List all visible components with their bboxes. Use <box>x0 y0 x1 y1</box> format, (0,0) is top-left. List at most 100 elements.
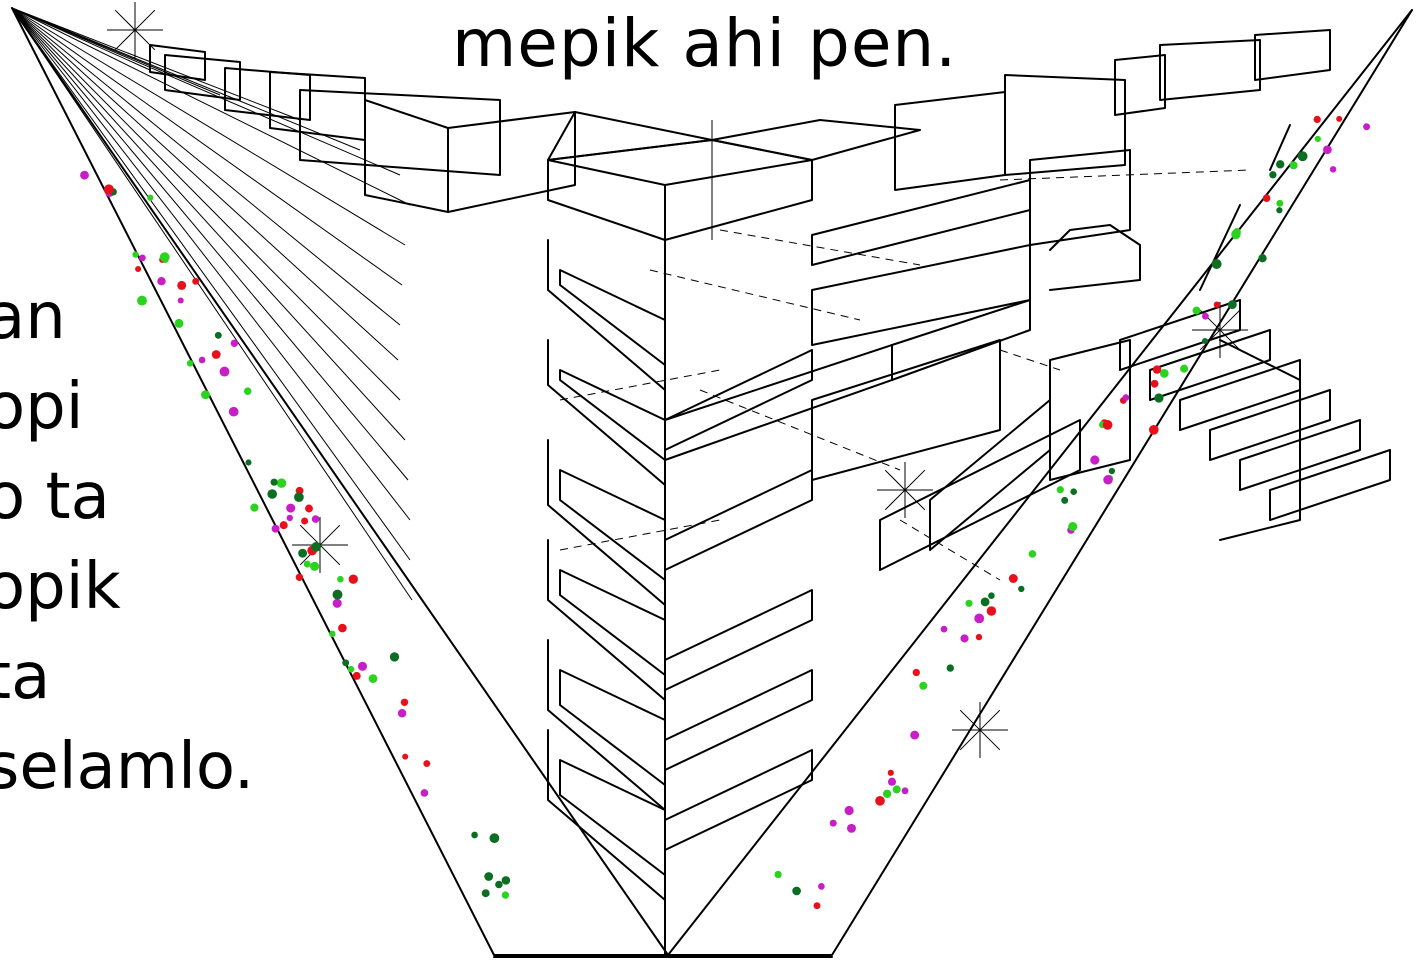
street-dot <box>1262 194 1271 203</box>
street-dot <box>1159 369 1169 378</box>
street-dot <box>495 880 503 889</box>
street-dot <box>298 548 308 558</box>
street-dot <box>1363 123 1371 131</box>
street-dot <box>1108 467 1116 475</box>
right-balcony <box>664 669 813 771</box>
street-dot <box>501 891 510 899</box>
street-dot <box>177 280 187 290</box>
street-dot <box>1180 364 1189 373</box>
right-building <box>1159 39 1261 101</box>
left-balcony <box>547 239 666 391</box>
street-dot <box>157 276 166 286</box>
stair-side <box>1219 339 1301 541</box>
perspective-guide-line <box>11 7 401 176</box>
street-dot <box>352 671 361 680</box>
perspective-guide-line <box>11 7 406 441</box>
street-dot <box>974 613 985 624</box>
street-dot <box>329 630 336 638</box>
back-building <box>364 99 449 213</box>
perspective-guide-line <box>11 7 406 246</box>
ledge-block <box>811 339 1001 481</box>
street-dot <box>1276 199 1284 207</box>
ledge-block <box>891 299 1031 381</box>
street-dot <box>1276 160 1285 169</box>
street-dot <box>489 833 500 844</box>
street-dot <box>1289 161 1298 170</box>
ledge-block <box>811 244 1031 346</box>
caption-line: selamlo. <box>0 730 255 804</box>
street-dot <box>1276 207 1283 214</box>
back-building <box>164 54 241 101</box>
street-dot <box>1068 521 1078 532</box>
street-dot <box>1297 151 1308 162</box>
street-dot <box>347 665 355 673</box>
street-dot <box>882 789 892 798</box>
perspective-guide-line <box>11 7 413 601</box>
caption-line: ta <box>0 640 51 714</box>
street-dot <box>1008 573 1018 584</box>
street-dot <box>501 876 511 885</box>
caption-text: an opi o ta opik ta selamlo. <box>0 272 254 812</box>
street-dot <box>829 819 837 827</box>
right-building <box>894 91 1006 191</box>
street-dot <box>389 652 400 662</box>
perspective-guide-line <box>11 7 399 361</box>
street-dot <box>1103 475 1113 485</box>
street-dot <box>980 597 990 607</box>
street-dot <box>267 489 278 499</box>
right-wall <box>1029 149 1131 246</box>
perspective-guide-line <box>11 7 411 206</box>
perspective-guide-line <box>11 7 401 326</box>
street-dot <box>271 524 280 533</box>
street-dot <box>159 252 170 263</box>
caption-line: an <box>0 280 66 354</box>
street-dot <box>818 883 825 890</box>
street-dot <box>368 674 378 683</box>
street-dot <box>214 331 222 339</box>
street-dot <box>243 387 252 395</box>
street-dot <box>228 406 239 417</box>
tower-roof-left <box>547 111 713 161</box>
street-dot <box>847 823 856 833</box>
right-balcony <box>664 469 813 571</box>
street-dot <box>332 598 342 608</box>
street-dot <box>774 870 782 879</box>
street-dot <box>844 805 854 816</box>
street-dot <box>946 664 954 672</box>
street-dot <box>311 541 322 552</box>
left-balcony <box>547 539 666 701</box>
street-dot <box>147 194 154 201</box>
street-dot <box>132 251 139 258</box>
dashed-guide <box>649 269 861 321</box>
left-balcony <box>547 639 666 811</box>
street-dot <box>286 503 296 513</box>
stair-step <box>1209 389 1331 461</box>
street-dot <box>295 573 304 582</box>
ledge-block <box>664 344 893 461</box>
tower-cap <box>547 159 813 241</box>
street-dot <box>1313 115 1321 124</box>
street-dot <box>1314 135 1321 143</box>
dashed-guide <box>699 389 901 471</box>
perspective-guide-line <box>11 7 403 286</box>
right-balcony <box>664 749 813 851</box>
street-dot <box>286 514 294 522</box>
street-dot <box>960 634 969 643</box>
street-dot <box>301 517 309 525</box>
street-dot <box>988 592 995 599</box>
right-balcony <box>664 589 813 691</box>
street-dot <box>975 633 983 641</box>
street-dot <box>965 599 973 607</box>
street-dot <box>338 623 347 633</box>
street-dot <box>1213 301 1221 308</box>
street-dot <box>1152 365 1162 374</box>
street-dot <box>813 902 821 910</box>
archway <box>1049 224 1141 291</box>
stair-step <box>1269 449 1391 521</box>
street-dot <box>402 753 409 760</box>
street-dot <box>1211 259 1222 269</box>
street-dot <box>423 760 431 768</box>
perspective-guide-line <box>11 7 361 151</box>
right-building <box>1004 74 1126 176</box>
